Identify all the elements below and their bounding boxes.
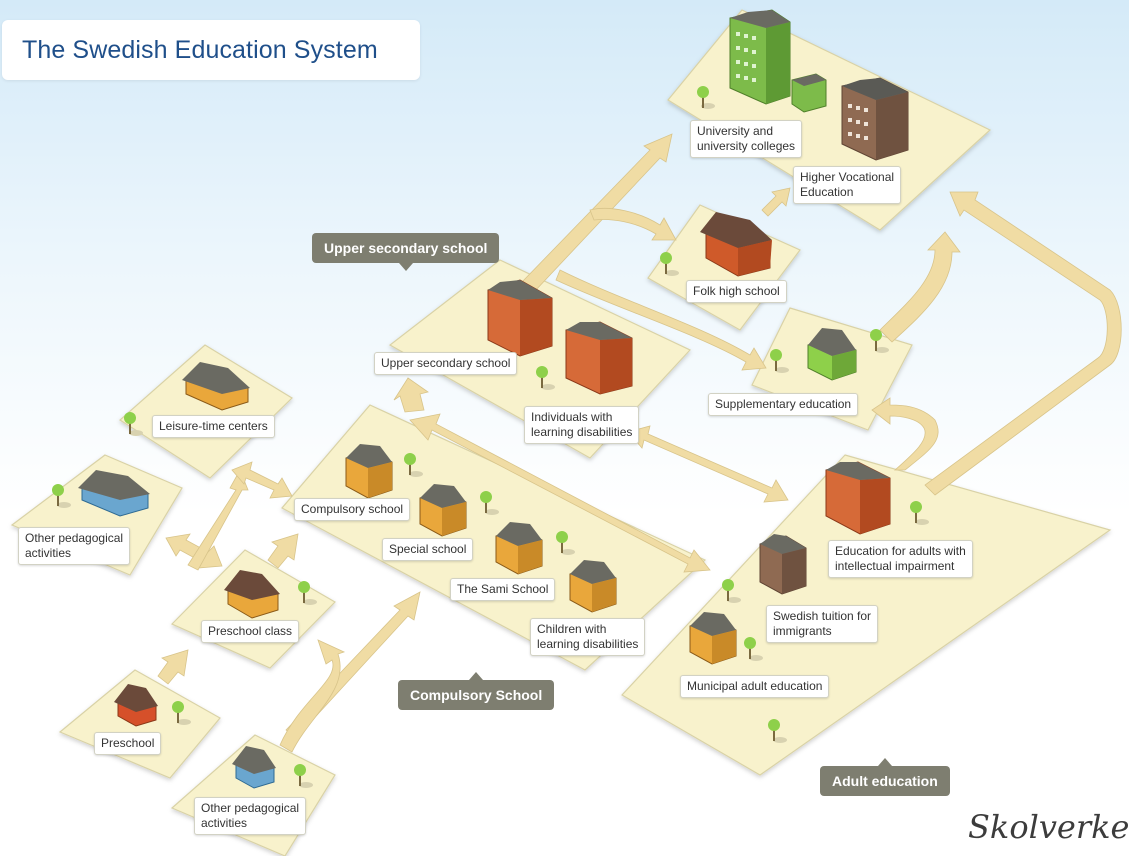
- supplementary-building-icon: [807, 328, 857, 381]
- arrow-supplementary-to-vocational: [879, 231, 961, 343]
- preschool-class-building-icon: [224, 570, 280, 619]
- tag-compulsory: Compulsory School: [398, 672, 555, 710]
- arrow-other-to-class: [279, 639, 346, 753]
- tree-icon: [536, 366, 555, 390]
- label-folk-high-school: Folk high school: [686, 280, 787, 303]
- arrow-to-folk-high-school: [589, 207, 677, 241]
- title-box: The Swedish Education System: [2, 20, 420, 80]
- tree-icon: [910, 501, 929, 525]
- children-disabilities-building-icon: [569, 560, 617, 613]
- label-adults-intellectual: Education for adults with intellectual i…: [828, 540, 973, 578]
- label-higher-vocational: Higher Vocational Education: [793, 166, 902, 204]
- label-other-pedagogical-top: Other pedagogical activities: [18, 527, 131, 565]
- special-school-building-icon: [419, 484, 467, 537]
- tree-icon: [298, 581, 317, 605]
- arrow-other-class-double: [165, 533, 223, 569]
- label-preschool-class: Preschool class: [201, 620, 300, 643]
- arrow-adult-to-supplementary: [871, 397, 939, 471]
- arrow-compulsory-to-upper: [393, 377, 429, 413]
- tree-icon: [660, 252, 679, 276]
- platform-leisure: [119, 344, 293, 479]
- sami-school-building-icon: [495, 522, 543, 575]
- label-children-disabilities: Children with learning disabilities: [530, 618, 646, 656]
- platform-other-top: [10, 454, 183, 576]
- tree-icon: [480, 491, 499, 515]
- tree-icon: [697, 86, 715, 109]
- arrow-leisure-compulsory-double: [231, 461, 293, 499]
- tree-icon: [52, 484, 71, 508]
- label-sami-school: The Sami School: [450, 578, 556, 601]
- tree-icon: [722, 579, 741, 603]
- tree-icon: [294, 764, 313, 788]
- tree-icon: [768, 719, 787, 743]
- university-building-icon: [729, 9, 827, 113]
- tree-icon: [404, 453, 423, 477]
- arrow-preschool-to-class: [157, 649, 189, 685]
- other-pedagogical-top-building-icon: [78, 470, 150, 517]
- tag-adult-education: Adult education: [820, 758, 950, 796]
- tag-upper-secondary: Upper secondary school: [312, 233, 500, 271]
- brand-logo: Skolverket: [968, 808, 1129, 846]
- tree-icon: [124, 412, 143, 436]
- preschool-building-icon: [114, 684, 158, 727]
- arrow-to-supplementary: [555, 269, 767, 371]
- tree-icon: [770, 349, 789, 373]
- compulsory-school-building-icon: [345, 444, 393, 499]
- label-leisure-time: Leisure-time centers: [152, 415, 275, 438]
- arrow-folk-to-vocational: [761, 187, 791, 217]
- label-individuals-disabilities: Individuals with learning disabilities: [524, 406, 640, 444]
- tree-icon: [172, 701, 191, 725]
- trees: [52, 86, 929, 788]
- arrow-upper-adult-double: [409, 413, 711, 573]
- label-special-school: Special school: [382, 538, 474, 561]
- municipal-adult-building-icon: [689, 612, 737, 665]
- other-pedagogical-bottom-building-icon: [232, 746, 276, 789]
- leisure-building-icon: [182, 362, 250, 411]
- label-preschool: Preschool: [94, 732, 162, 755]
- label-swedish-tuition: Swedish tuition for immigrants: [766, 605, 879, 643]
- arrows: [157, 133, 1122, 753]
- label-university: University and university colleges: [690, 120, 803, 158]
- arrow-class-to-compulsory: [267, 533, 299, 569]
- tree-icon: [870, 329, 889, 353]
- adults-intellectual-building-icon: [825, 461, 891, 535]
- upper-secondary-building-icon: [487, 279, 633, 395]
- tree-icon: [744, 637, 763, 661]
- tree-icon: [556, 531, 575, 555]
- swedish-tuition-building-icon: [759, 534, 807, 595]
- label-supplementary: Supplementary education: [708, 393, 859, 416]
- label-municipal-adult: Municipal adult education: [680, 675, 830, 698]
- page-title: The Swedish Education System: [22, 36, 378, 64]
- higher-vocational-building-icon: [841, 77, 909, 161]
- label-upper-secondary-school: Upper secondary school: [374, 352, 518, 375]
- label-other-pedagogical-bottom: Other pedagogical activities: [194, 797, 307, 835]
- arrow-adult-to-vocational: [924, 191, 1122, 496]
- arrow-secondary-adult-double: [627, 425, 789, 503]
- label-compulsory-school: Compulsory school: [294, 498, 411, 521]
- folk-high-school-building-icon: [700, 212, 772, 277]
